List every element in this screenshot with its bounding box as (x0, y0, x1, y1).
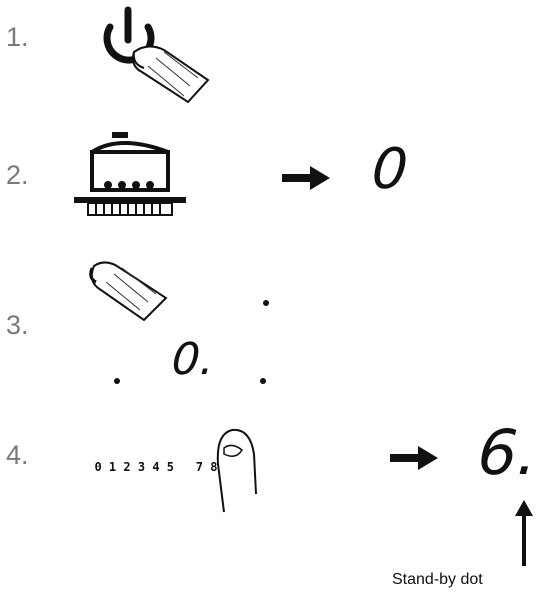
indicator-dot (114, 378, 120, 384)
indicator-dot (260, 378, 266, 384)
arrow-up-icon (515, 500, 533, 566)
arrow-right-icon (390, 446, 438, 470)
scale-5: 5 (166, 460, 175, 474)
scale-8: 8 (210, 460, 218, 474)
scale-7: 7 (195, 460, 203, 474)
step-1-number: 1. (6, 22, 29, 52)
finger-touch-icon (132, 45, 210, 104)
step-3-display: 0. (170, 334, 216, 385)
step-3-number: 3. (6, 310, 29, 340)
scale-0: 0 (94, 460, 102, 474)
arrow-right-icon (282, 166, 330, 190)
standby-dot-caption: Stand-by dot (392, 571, 483, 588)
power-button-icon (103, 6, 155, 64)
indicator-dot (263, 300, 269, 306)
step-2-number: 2. (6, 160, 29, 190)
step-2-display: 0 (369, 137, 410, 202)
step-4-number: 4. (6, 440, 29, 470)
scale-1: 1 (108, 460, 117, 474)
scale-4: 4 (152, 460, 160, 474)
scale-3: 3 (137, 460, 146, 474)
step-4-display: 6. (475, 416, 540, 489)
pot-on-hob-icon (74, 132, 186, 216)
scale-2: 2 (123, 460, 131, 474)
finger-press-icon (216, 428, 257, 513)
finger-slide-icon (89, 261, 168, 322)
